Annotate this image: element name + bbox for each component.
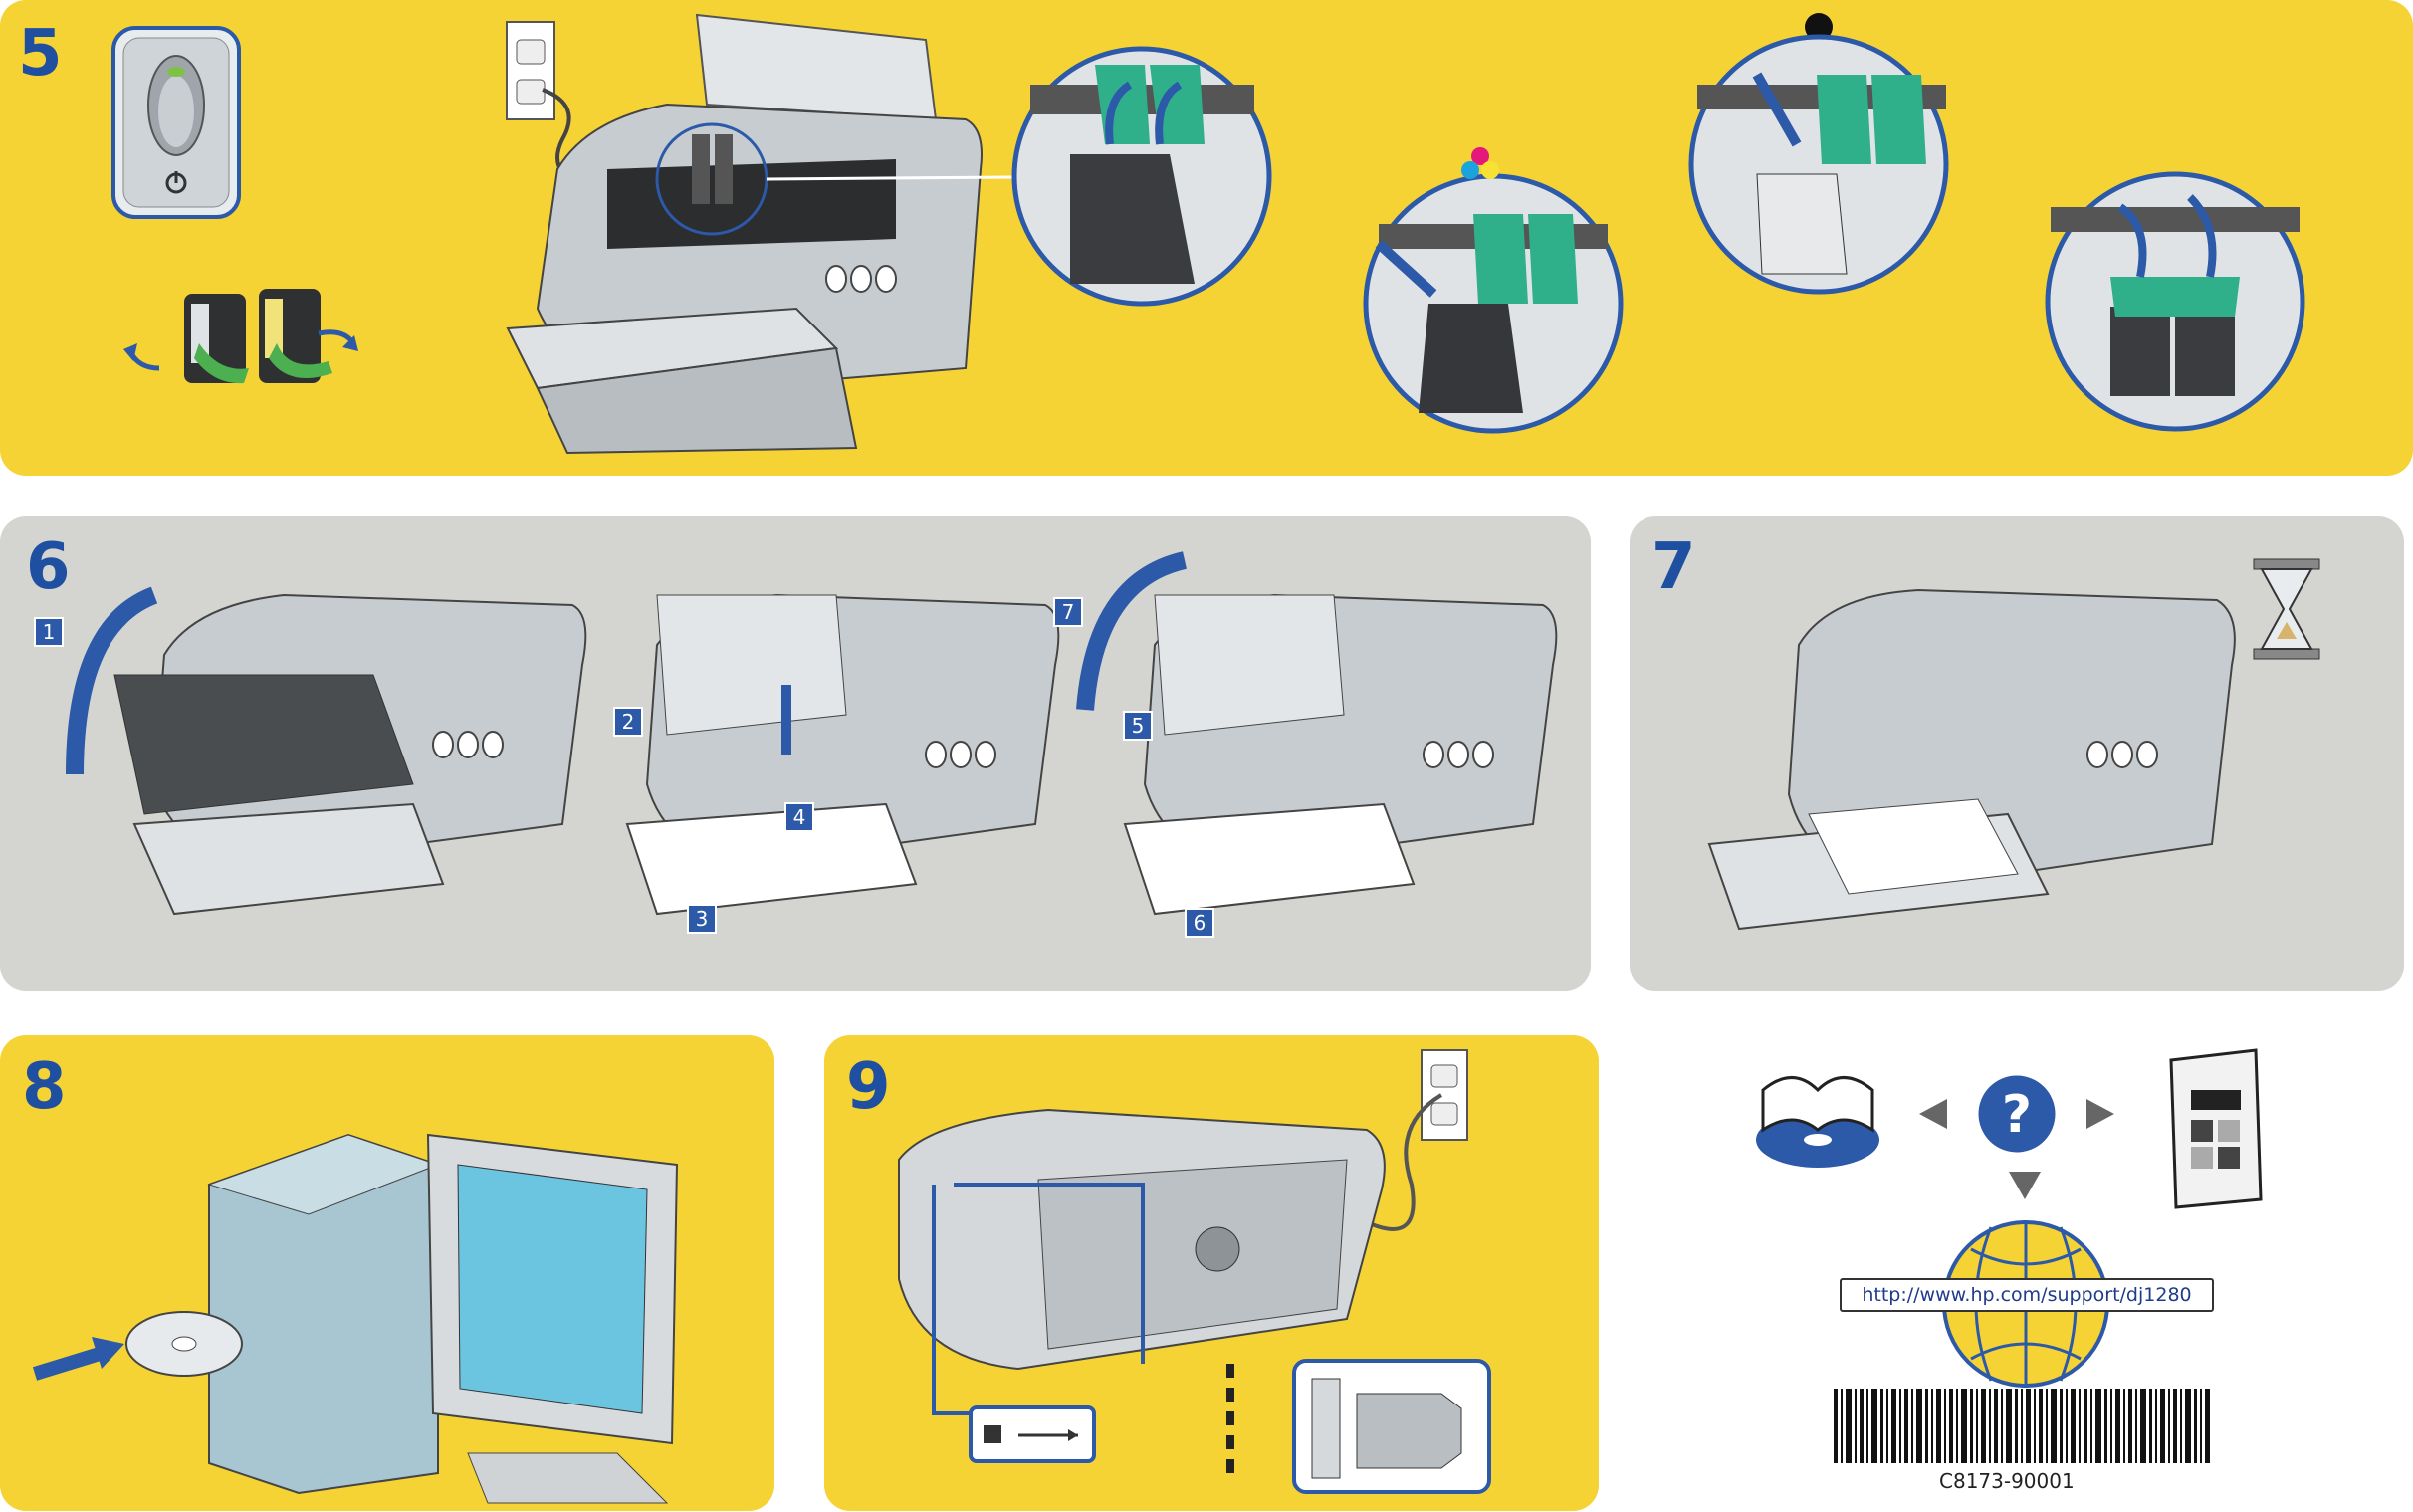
step-number: 6 [26,531,71,604]
substep-badge: 1 [34,617,64,647]
arrow-down-icon [2009,1172,2041,1199]
step-8-panel: 8 [0,1035,774,1511]
printer-icon [625,593,1060,916]
color-cartridge-detail [1363,147,1624,434]
parallel-connector-icon [1292,1359,1491,1494]
curved-arrow-icon [1076,551,1188,711]
outlet-icon [1371,1049,1468,1231]
svg-text:?: ? [2002,1085,2032,1145]
book-icon [1756,1076,1879,1168]
cd-icon [125,1311,243,1377]
question-icon: ? [1975,1072,2059,1156]
substep-badge: 6 [1185,908,1214,938]
step-number: 9 [846,1050,891,1124]
usb-connector-icon [969,1405,1096,1463]
substep-badge: 3 [687,904,717,934]
substep-badge: 2 [613,707,643,737]
step-5-panel: 5 [0,0,2413,476]
substep-badge: 4 [784,802,814,832]
step-6-panel: 6 1 2 3 4 7 5 6 [0,516,1591,991]
printer-icon [113,593,587,916]
substep-badge: 7 [1053,597,1083,627]
substep-badge: 5 [1123,711,1153,741]
step-9-panel: 9 [824,1035,1599,1511]
black-cartridge-detail [1688,13,1949,295]
step-number: 8 [22,1050,67,1124]
hourglass-icon [2253,558,2320,660]
cartridge-closed-detail [2045,171,2305,432]
part-number: C8173-90001 [1939,1469,2075,1493]
arrow-left-icon [1919,1099,1947,1129]
connector-lines [932,1183,1145,1415]
step-7-panel: 7 [1630,516,2404,991]
ink-cartridge-icon [123,289,358,384]
curved-arrow-icon [66,586,158,775]
arrow-right-icon [2086,1099,2114,1129]
step-number: 7 [1651,531,1696,604]
outlet-icon [506,21,578,186]
divider-dashed [1226,1364,1234,1473]
power-button-icon [111,26,241,219]
support-url-link[interactable]: http://www.hp.com/support/dj1280 [1840,1278,2214,1312]
cartridge-latch-detail [1011,46,1272,307]
step-number: 5 [18,17,63,91]
barcode-icon [1834,1389,2210,1463]
insert-arrow-icon [32,1337,124,1381]
printer-icon [1123,593,1558,916]
computer-icon [207,1133,679,1504]
printer-icon [1707,588,2236,931]
booklet-icon [2169,1048,2263,1209]
printer-icon [506,13,1016,455]
